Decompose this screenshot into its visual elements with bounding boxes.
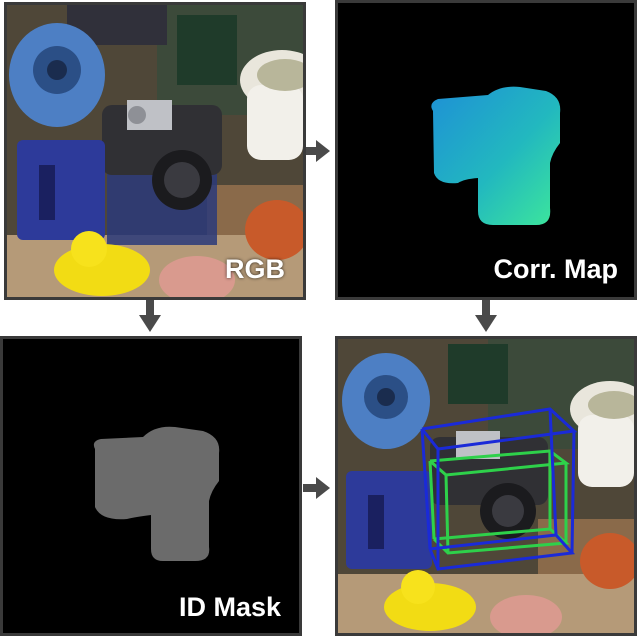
pose-bounding-box-green xyxy=(428,449,570,555)
id-mask-image xyxy=(3,339,299,633)
rgb-panel: RGB xyxy=(4,2,306,300)
correspondence-region xyxy=(431,86,561,226)
arrow-mask-to-result xyxy=(303,477,330,499)
corr-map-image xyxy=(338,3,634,297)
pose-result-panel xyxy=(335,336,637,636)
id-mask-panel: ID Mask xyxy=(0,336,302,636)
rgb-label: RGB xyxy=(225,254,285,284)
arrow-rgb-to-corr xyxy=(303,140,330,162)
corr-map-panel: Corr. Map xyxy=(335,0,637,300)
id-mask-label: ID Mask xyxy=(178,592,281,622)
pose-result-image xyxy=(338,339,634,633)
pose-bounding-box-blue xyxy=(420,407,578,571)
rgb-scene-image xyxy=(7,5,303,297)
arrow-rgb-to-mask xyxy=(139,298,161,332)
object-mask-region xyxy=(93,426,220,561)
corr-map-label: Corr. Map xyxy=(493,254,618,284)
arrow-corr-to-result xyxy=(475,298,497,332)
